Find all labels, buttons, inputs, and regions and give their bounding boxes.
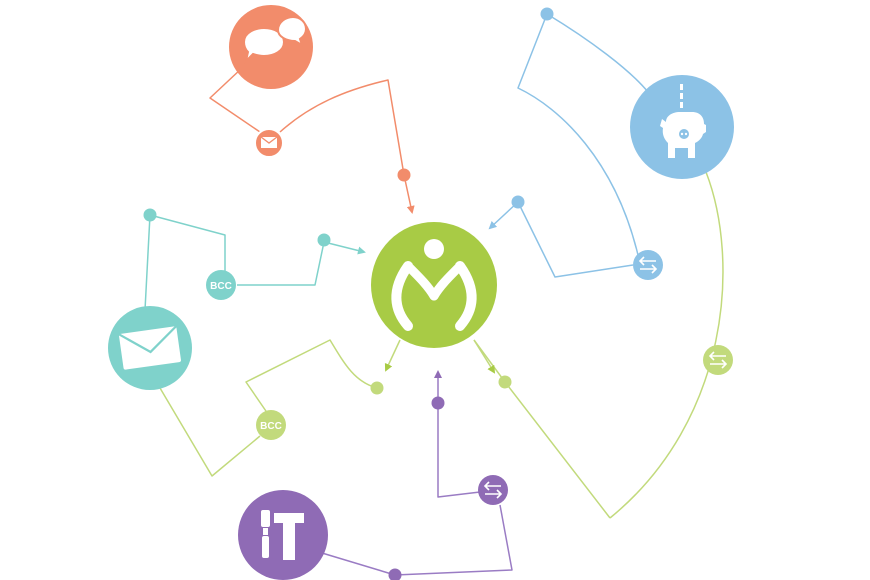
hub-logo-icon [391,239,477,331]
teal-dot-top [143,208,157,222]
purple-dot-hub [431,396,445,410]
sync-arrows-icon [708,351,728,369]
chat-to-mail-connector [209,67,261,133]
tools-node [238,490,328,580]
hub-to-green-dot-connector [384,339,401,372]
teal-dot-hub [317,233,331,247]
chat-node [229,5,313,89]
bcc-badge-green: BCC [256,410,286,440]
sync-badge-purple [478,475,508,505]
sync-arrows-icon [638,256,658,274]
sync-badge-blue [633,250,663,280]
savings-top-connector [517,13,639,256]
savings-top-arc [546,13,649,93]
envelope-small-icon [260,136,278,148]
mail-badge [254,128,284,158]
sync-arrows-icon [483,481,503,499]
green-dot-right [498,375,512,389]
orange-dot [397,168,411,182]
hub-node [371,222,497,348]
sync-badge-green [703,345,733,375]
email-outer-connector [159,387,261,477]
bcc-label-green: BCC [260,421,282,432]
green-dot-left [370,381,384,395]
purple-dot-bottom [388,568,402,580]
savings-to-hub-connector [488,201,634,278]
tools-icon [261,510,304,560]
tools-bottom-connector [321,504,513,576]
bcc-badge-email: BCC [206,270,236,300]
bcc-green-to-hub-connector [245,339,378,415]
envelope-icon [118,325,181,370]
email-to-bcc-connector [144,214,226,311]
chat-to-hub-connector [279,79,415,214]
piggy-bank-icon [660,84,706,158]
speech-bubbles-icon [242,15,308,65]
email-node [108,306,192,390]
savings-node [630,75,734,179]
tools-to-hub-connector [434,370,481,498]
bcc-to-hub-connector [237,241,366,286]
blue-dot-top [540,7,554,21]
savings-outer-arc [609,171,724,519]
blue-dot-hub [511,195,525,209]
bcc-label-email: BCC [210,281,232,292]
hub-to-right-green-dot-connector [473,339,496,374]
